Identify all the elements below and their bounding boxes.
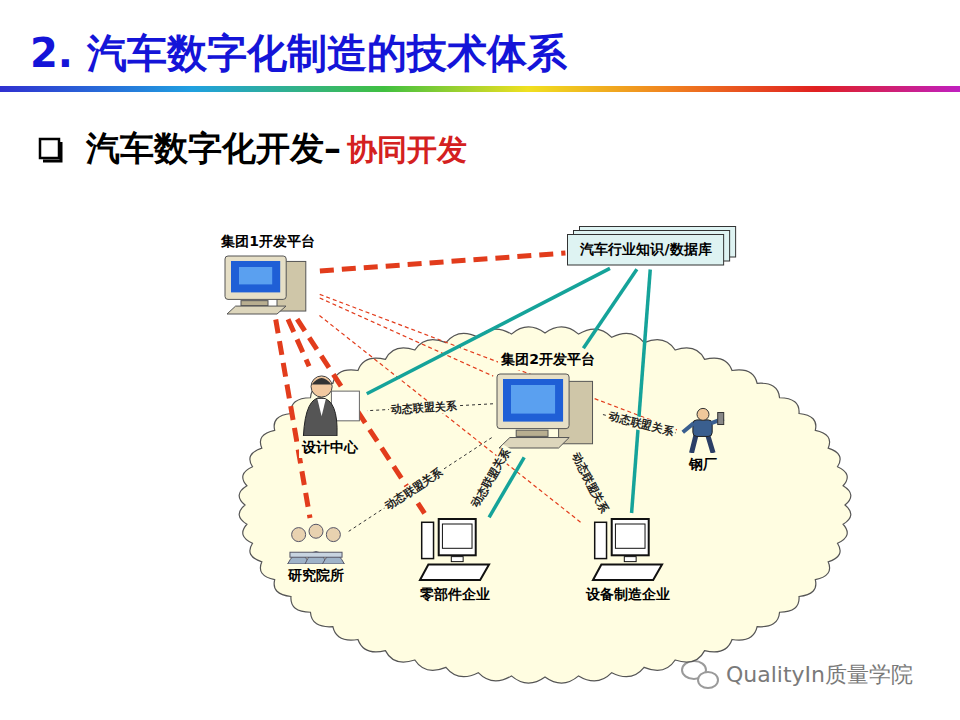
monitor-screen	[503, 379, 563, 422]
screen-glow	[239, 267, 272, 284]
node-label: 研究院所	[285, 566, 347, 586]
watermark: QualityIn质量学院	[726, 660, 913, 690]
node-label: 集团1开发平台	[218, 232, 318, 252]
monitor-screen	[442, 524, 472, 548]
platform-link	[320, 294, 678, 430]
person-head	[309, 524, 323, 538]
monitor-stand	[624, 557, 636, 562]
platform-node: 钢厂	[680, 405, 726, 475]
head	[697, 408, 709, 420]
database-sheet	[568, 235, 724, 266]
platform-link	[288, 319, 309, 366]
monitor-case	[439, 519, 476, 555]
head	[311, 376, 332, 397]
platform-link	[367, 268, 610, 393]
body	[693, 420, 712, 437]
monitor-case	[225, 256, 286, 299]
alliance-cloud	[239, 327, 851, 683]
platform-link	[319, 315, 581, 522]
platform-link	[320, 298, 493, 376]
rainbow-bar	[0, 86, 960, 92]
wechat-icon	[682, 661, 718, 688]
node-label: 设备制造企业	[583, 585, 673, 605]
database-label: 汽车行业知识/数据库	[577, 240, 714, 260]
database-box: 汽车行业知识/数据库	[567, 226, 736, 268]
subtitle-highlight: 协同开发	[347, 130, 467, 171]
tool	[718, 413, 724, 425]
subtitle: 汽车数字化开发–	[86, 126, 341, 172]
monitor-case	[497, 374, 569, 429]
node-label: 钢厂	[686, 455, 720, 475]
checkbox-bullet	[40, 139, 59, 158]
legs	[692, 435, 714, 453]
node-icon	[285, 522, 347, 564]
subtitle-row: 汽车数字化开发–协同开发	[86, 126, 467, 172]
platform-node: 设计中心	[295, 368, 365, 458]
checkbox-shadow	[43, 142, 61, 161]
monitor-stand	[451, 557, 463, 562]
node-label: 设计中心	[299, 438, 361, 458]
monitor-stand	[516, 430, 548, 436]
shirt	[317, 399, 325, 416]
keyboard	[499, 437, 569, 447]
node-icon	[495, 372, 601, 450]
keyboard	[227, 306, 286, 314]
platform-link	[632, 269, 651, 513]
monitor-screen	[615, 524, 645, 548]
chat-bubble	[698, 672, 718, 688]
alliance-link	[349, 437, 494, 532]
node-label: 零部件企业	[417, 585, 493, 605]
slide-title: 2. 汽车数字化制造的技术体系	[30, 26, 567, 81]
keyboard	[420, 565, 489, 580]
platform-node: 设备制造企业	[583, 515, 673, 605]
pc-tower	[595, 522, 607, 558]
node-icon	[418, 517, 492, 583]
platform-link	[583, 269, 636, 348]
node-label: 集团2开发平台	[498, 350, 598, 370]
platform-node: 集团2开发平台	[495, 350, 601, 452]
platform-node: 研究院所	[285, 520, 347, 586]
node-icon	[591, 517, 665, 583]
pc-tower	[422, 522, 434, 558]
screen-glow	[511, 385, 555, 414]
person-head	[292, 528, 306, 542]
monitor-case	[612, 519, 649, 555]
platform-link	[320, 253, 566, 271]
node-icon	[295, 370, 365, 436]
hair	[312, 378, 332, 385]
table	[290, 552, 342, 557]
person-head	[326, 528, 340, 542]
platform-node: 集团1开发平台	[218, 232, 318, 318]
platform-node: 零部件企业	[417, 515, 493, 605]
monitor-screen	[231, 261, 280, 292]
node-icon	[680, 407, 726, 453]
monitor-stand	[241, 300, 268, 305]
node-icon	[223, 254, 313, 316]
suit	[303, 398, 337, 436]
keyboard	[593, 565, 662, 580]
